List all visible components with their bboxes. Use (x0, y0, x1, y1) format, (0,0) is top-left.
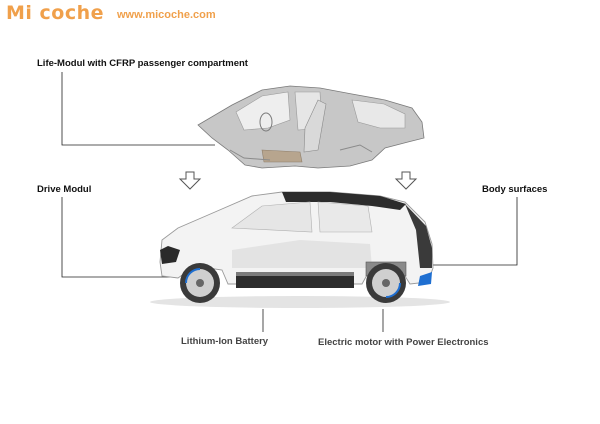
life-modul-leader (61, 72, 215, 146)
life-modul-label: Life-Modul with CFRP passenger compartme… (37, 58, 248, 69)
drive-modul-leader (61, 197, 175, 278)
body-surfaces-leader (432, 197, 518, 266)
leader-lines (61, 72, 518, 332)
drive-modul-label: Drive Modul (37, 184, 92, 195)
brand-logo: Mi coche (6, 2, 105, 24)
motor-label: Electric motor with Power Electronics (318, 337, 489, 348)
battery-label: Lithium-Ion Battery (181, 336, 269, 347)
down-arrow-icon (394, 171, 418, 190)
down-arrow-icon (178, 171, 202, 190)
front-wheel (180, 263, 220, 303)
brand-url: www.micoche.com (117, 9, 216, 21)
car-illustration (150, 191, 450, 308)
body-surfaces-label: Body surfaces (482, 184, 548, 195)
rear-wheel (366, 263, 406, 303)
life-module-illustration (197, 85, 425, 169)
